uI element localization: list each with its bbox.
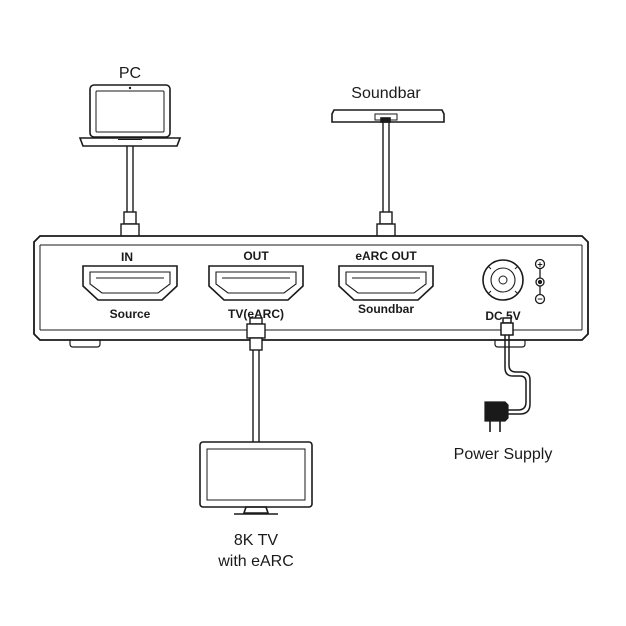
extractor-box: [33, 235, 589, 348]
polarity-symbol: [534, 258, 546, 305]
pc-hdmi-cable: [120, 146, 140, 251]
port-soundbar-label: Soundbar: [358, 302, 414, 316]
port-out-label: OUT: [243, 249, 269, 263]
polarity-plus: +: [537, 260, 542, 270]
soundbar-device: [331, 109, 445, 123]
port-tv-earc-label: TV(eARC): [228, 307, 284, 321]
soundbar-hdmi-cable: [376, 122, 396, 251]
polarity-minus: −: [537, 294, 542, 304]
tv-label-line1: 8K TV: [234, 532, 279, 549]
hdmi-port-out: [208, 265, 304, 301]
pc-laptop: [78, 84, 182, 147]
port-source-label: Source: [110, 307, 151, 321]
power-supply-label: Power Supply: [454, 446, 553, 463]
dc-jack: [482, 259, 524, 301]
dc-5v-label: DC 5V: [485, 309, 520, 323]
power-cable: [500, 317, 531, 415]
power-adapter: [484, 401, 509, 432]
port-earc-out-label: eARC OUT: [355, 249, 417, 263]
tv-hdmi-cable: [246, 317, 266, 442]
tv-monitor: [199, 441, 313, 515]
hdmi-port-in: [82, 265, 178, 301]
tv-label-line2: with eARC: [217, 553, 294, 570]
hdmi-port-earc-out: [338, 265, 434, 301]
soundbar-label: Soundbar: [351, 85, 421, 102]
pc-label: PC: [119, 65, 141, 82]
port-in-label: IN: [121, 250, 133, 264]
